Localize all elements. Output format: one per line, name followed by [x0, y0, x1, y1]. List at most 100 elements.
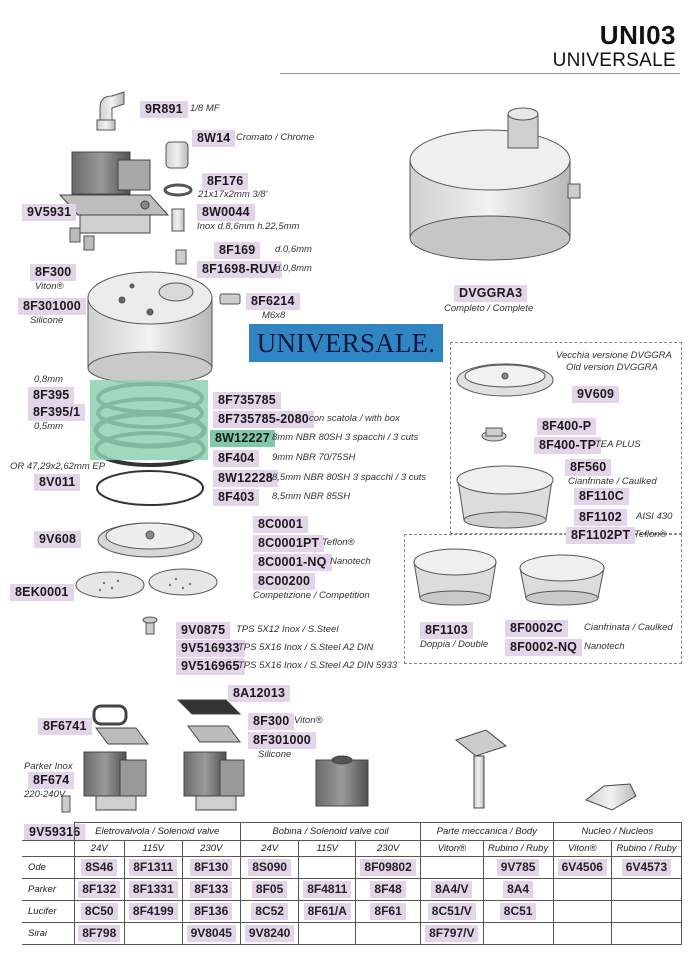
part-code-8f400-p[interactable]: 8F400-P	[537, 418, 597, 435]
part-code-8f301000-top[interactable]: 8F301000	[18, 298, 86, 315]
table-part-code[interactable]: 8F130	[190, 859, 233, 876]
table-part-code[interactable]: 9V785	[496, 859, 540, 876]
part-code-8ek0001[interactable]: 8EK0001	[10, 584, 74, 601]
part-code-8f176[interactable]: 8F176	[202, 173, 249, 190]
part-code-9v516933[interactable]: 9V516933	[176, 640, 245, 657]
part-code-8f674[interactable]: 8F674	[28, 772, 75, 789]
table-part-code[interactable]: 8C50	[80, 903, 118, 920]
part-code-8f404[interactable]: 8F404	[213, 450, 260, 467]
part-code-8f1698-ruv[interactable]: 8F1698-RUV	[197, 261, 282, 278]
part-note-8f1102: AISI 430	[636, 511, 673, 522]
table-cell: 6V4506	[552, 856, 612, 879]
part-note-9r891: 1/8 MF	[190, 103, 220, 114]
part-code-8f395-1[interactable]: 8F395/1	[28, 404, 86, 421]
group-head-body-icon	[87, 271, 213, 385]
part-code-9v0875[interactable]: 9V0875	[176, 622, 231, 639]
part-note-8f404: 9mm NBR 70/75SH	[272, 452, 356, 463]
table-cell	[552, 878, 612, 901]
table-part-code[interactable]: 8F48	[370, 881, 406, 898]
part-code-dvggra3[interactable]: DVGGRA3	[454, 285, 528, 302]
table-part-code[interactable]: 8F09802	[360, 859, 416, 876]
part-code-8f1102[interactable]: 8F1102	[574, 509, 627, 526]
part-code-9r891[interactable]: 9R891	[140, 101, 188, 118]
table-part-code[interactable]: 8F132	[78, 881, 121, 898]
dispersion-plug-icon	[481, 427, 507, 442]
part-code-8f0002c[interactable]: 8F0002C	[505, 620, 568, 637]
table-part-code[interactable]: 8S46	[81, 859, 118, 876]
part-note-9v0875: TPS 5X12 Inox / S.Steel	[236, 624, 339, 635]
part-note-8f395: 0,8mm	[34, 374, 64, 385]
part-code-8w14[interactable]: 8W14	[192, 130, 236, 147]
part-code-8f735785-2080[interactable]: 8F735785-2080	[213, 411, 314, 428]
table-part-code[interactable]: 8F797/V	[425, 925, 479, 942]
part-note-8f176: 21x17x2mm 3/8'	[198, 189, 268, 200]
screw-m6-icon	[219, 293, 241, 305]
part-code-8f110c[interactable]: 8F110C	[574, 488, 629, 505]
part-code-8f300-top[interactable]: 8F300	[30, 264, 77, 281]
part-code-8f301000-bottom[interactable]: 8F301000	[248, 732, 316, 749]
part-code-8f6741[interactable]: 8F6741	[38, 718, 92, 735]
part-code-8f735785[interactable]: 8F735785	[213, 392, 281, 409]
solenoid-coil-icon	[315, 755, 369, 807]
part-code-9v608[interactable]: 9V608	[34, 531, 82, 548]
part-code-8c0001[interactable]: 8C0001	[253, 516, 308, 533]
part-code-8f400-tp[interactable]: 8F400-TP	[534, 437, 602, 454]
caulked-filter-icon	[519, 554, 605, 606]
table-part-code[interactable]: 9V8045	[186, 925, 236, 942]
part-code-8f560[interactable]: 8F560	[565, 459, 612, 476]
part-code-8f0002-nq[interactable]: 8F0002-NQ	[505, 639, 583, 656]
part-code-9v5931[interactable]: 9V5931	[22, 204, 77, 221]
table-part-code[interactable]: 6V4506	[557, 859, 607, 876]
part-code-8w12227[interactable]: 8W12227	[210, 430, 275, 447]
table-cell: 8C50	[73, 900, 125, 923]
table-part-code[interactable]: 8F136	[190, 903, 233, 920]
part-code-8f403[interactable]: 8F403	[213, 489, 260, 506]
part-note-9v516965: TPS 5X16 Inox / S.Steel A2 DIN 5933	[238, 660, 398, 671]
part-code-8f395[interactable]: 8F395	[28, 387, 75, 404]
part-code-8v011[interactable]: 8V011	[34, 474, 81, 491]
part-code-8a12013[interactable]: 8A12013	[228, 685, 291, 702]
part-code-9v609[interactable]: 9V609	[572, 386, 620, 403]
part-note-8c00200: Competizione / Competition	[253, 590, 370, 601]
part-code-8f1103[interactable]: 8F1103	[420, 622, 473, 639]
part-code-8w0044[interactable]: 8W0044	[197, 204, 255, 221]
old-shower-holder-icon	[456, 363, 554, 397]
part-code-8f300-bottom[interactable]: 8F300	[248, 713, 295, 730]
shower-screen-icon	[75, 568, 218, 599]
part-code-8c00200[interactable]: 8C00200	[253, 573, 316, 590]
table-part-code[interactable]: 8C51	[499, 903, 537, 920]
table-part-code[interactable]: 8C52	[251, 903, 288, 920]
part-code-8w12228[interactable]: 8W12228	[213, 470, 278, 487]
table-part-code[interactable]: 8F1311	[129, 859, 178, 876]
table-part-code[interactable]: 8F798	[78, 925, 121, 942]
table-part-code[interactable]: 8F4811	[303, 881, 352, 898]
part-note-8f1698-ruv: d.0,8mm	[275, 263, 312, 274]
part-code-8f6214[interactable]: 8F6214	[246, 293, 300, 310]
table-cell	[298, 922, 357, 945]
part-code-8c0001-nq[interactable]: 8C0001-NQ	[253, 554, 332, 571]
table-cell: 9V8045	[181, 922, 241, 945]
table-part-code[interactable]: 8F61/A	[303, 903, 351, 920]
part-code-8f1102pt[interactable]: 8F1102PT	[566, 527, 636, 544]
table-part-code[interactable]: 8C51/V	[427, 903, 476, 920]
table-part-code[interactable]: 9V8240	[244, 925, 295, 942]
table-part-code[interactable]: 8S090	[248, 859, 291, 876]
table-part-code[interactable]: 8F4199	[128, 903, 178, 920]
table-cell: 8F798	[73, 922, 125, 945]
table-part-code[interactable]: 6V4573	[621, 859, 672, 876]
part-code-9v516965[interactable]: 9V516965	[176, 658, 245, 675]
table-part-code[interactable]: 8A4	[503, 881, 534, 898]
part-code-8c0001pt[interactable]: 8C0001PT	[253, 535, 325, 552]
table-part-code[interactable]: 8F133	[190, 881, 233, 898]
table-part-code[interactable]: 8F05	[251, 881, 288, 898]
table-subheader: 115V	[298, 840, 357, 857]
bottom-solenoid-valve-icon	[83, 727, 149, 811]
cross-reference-table: Eletrovalvola / Solenoid valve Bobina / …	[22, 822, 683, 945]
table-part-code[interactable]: 8A4/V	[431, 881, 473, 898]
table-part-code[interactable]: 8F61	[370, 903, 406, 920]
part-note-8v011: OR 47,29x2,62mm EP	[10, 461, 106, 472]
part-code-8f169[interactable]: 8F169	[214, 242, 261, 259]
table-part-code[interactable]: 8F1331	[128, 881, 178, 898]
